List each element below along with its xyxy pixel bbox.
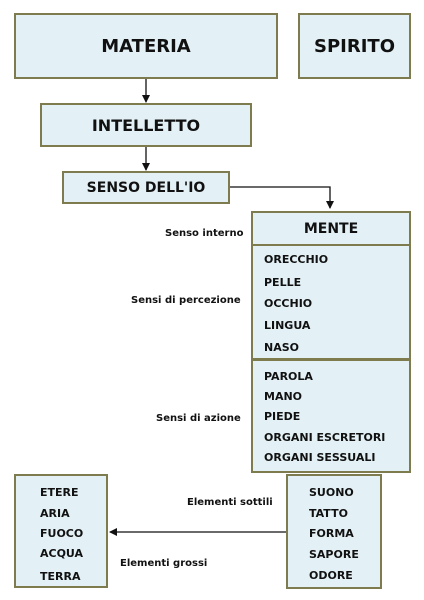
senso-io-box: SENSO DELL'IO (62, 171, 230, 204)
intelletto-box: INTELLETTO (40, 103, 252, 147)
arrow-senso-mente (229, 186, 334, 209)
azione-item: ORGANI ESCRETORI (264, 431, 386, 444)
azione-item: ORGANI SESSUALI (264, 451, 376, 464)
intelletto-label: INTELLETTO (91, 115, 201, 135)
label-elementi-grossi: Elementi grossi (120, 558, 208, 569)
label-elementi-sottili: Elementi sottili (187, 497, 273, 508)
percezione-box (251, 244, 411, 360)
grossi-item: ETERE (40, 486, 79, 499)
sottili-item: SUONO (309, 486, 354, 499)
senso-io-label: SENSO DELL'IO (86, 179, 206, 196)
sottili-item: TATTO (309, 507, 348, 520)
sottili-box (286, 474, 382, 589)
grossi-item: ARIA (40, 507, 70, 520)
azione-box (251, 359, 411, 473)
label-sensi-azione: Sensi di azione (156, 413, 241, 424)
sottili-item: ODORE (309, 569, 353, 582)
azione-item: MANO (264, 390, 303, 403)
sottili-item: SAPORE (309, 548, 359, 561)
mente-box: MENTE (251, 211, 411, 246)
percezione-item: ORECCHIO (264, 253, 329, 266)
mente-label: MENTE (303, 220, 359, 237)
azione-item: PAROLA (264, 370, 313, 383)
spirito-box: SPIRITO (298, 13, 411, 79)
grossi-item: ACQUA (40, 547, 84, 560)
percezione-item: NASO (264, 341, 299, 354)
azione-item: PIEDE (264, 410, 301, 423)
spirito-label: SPIRITO (314, 35, 395, 57)
percezione-item: OCCHIO (264, 297, 313, 310)
label-sensi-percezione: Sensi di percezione (131, 295, 241, 306)
grossi-box (14, 474, 108, 588)
materia-box: MATERIA (14, 13, 278, 79)
percezione-item: PELLE (264, 276, 302, 289)
percezione-item: LINGUA (264, 319, 311, 332)
materia-label: MATERIA (101, 35, 191, 57)
label-senso-interno: Senso interno (165, 228, 244, 239)
sottili-item: FORMA (309, 527, 354, 540)
grossi-item: TERRA (40, 570, 81, 583)
grossi-item: FUOCO (40, 527, 84, 540)
